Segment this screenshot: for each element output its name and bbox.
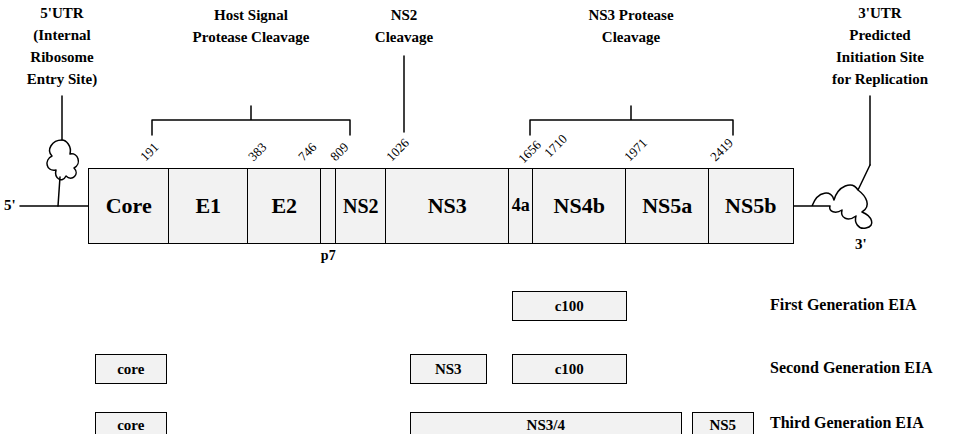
utr3-leader-line xyxy=(869,96,871,165)
position-number: 809 xyxy=(328,140,352,164)
ns3-cleavage-bracket xyxy=(530,106,733,135)
segment-name: core xyxy=(117,417,144,434)
strand-end-label: 3' xyxy=(855,236,867,253)
segment-name: NS5b xyxy=(725,194,776,218)
segment-name: E1 xyxy=(195,194,221,218)
genome-segment: 4a xyxy=(508,168,534,244)
position-number: 2419 xyxy=(708,136,736,164)
position-number: 383 xyxy=(246,140,270,164)
position-number: 191 xyxy=(138,140,162,164)
strand-end-label: 5' xyxy=(4,197,16,214)
antigen-box: c100 xyxy=(512,354,627,384)
segment-name: c100 xyxy=(555,298,584,315)
segment-name: NS3 xyxy=(435,361,462,378)
cleavage-annotation: NS2 Cleavage xyxy=(369,4,439,48)
segment-name: 4a xyxy=(512,196,530,216)
segment-name: c100 xyxy=(555,361,584,378)
segment-name: NS4b xyxy=(554,194,605,218)
three-prime-structure xyxy=(792,165,872,228)
antigen-box: core xyxy=(95,354,167,384)
assay-row-label: First Generation EIA xyxy=(770,296,917,314)
genome-segment: E2 xyxy=(247,168,322,244)
segment-name: Core xyxy=(106,194,152,218)
segment-name: NS5a xyxy=(642,194,692,218)
cleavage-annotation: NS3 Protease Cleavage xyxy=(581,4,681,48)
genome-segment: NS4b xyxy=(532,168,627,244)
segment-name: NS3 xyxy=(428,194,467,218)
five-prime-strand xyxy=(20,205,88,207)
segment-label: p7 xyxy=(321,248,336,263)
segment-name: E2 xyxy=(271,194,297,218)
ns2-cleavage-line xyxy=(403,56,405,132)
genome-segment: NS5a xyxy=(625,168,710,244)
ires-structure xyxy=(47,140,78,206)
cleavage-annotation: Host Signal Protease Cleavage xyxy=(189,4,314,48)
region-annotation: 5'UTR (Internal Ribosome Entry Site) xyxy=(22,2,102,90)
host-cleavage-bracket xyxy=(152,106,350,135)
antigen-box: core xyxy=(95,412,167,434)
position-number: 1971 xyxy=(622,136,650,164)
genome-segment: NS2 xyxy=(335,168,387,244)
genome-segment: NS5b xyxy=(708,168,794,244)
segment-name: NS5 xyxy=(709,417,736,434)
genome-segment: Core xyxy=(88,168,170,244)
antigen-box: NS3 xyxy=(410,354,487,384)
position-number: 746 xyxy=(296,140,320,164)
antigen-box: c100 xyxy=(512,291,627,321)
segment-name: core xyxy=(117,361,144,378)
genome-segment: NS3 xyxy=(385,168,510,244)
antigen-box: NS5 xyxy=(692,412,754,434)
assay-row-label: Second Generation EIA xyxy=(770,359,933,377)
segment-name: NS3/4 xyxy=(527,417,565,434)
region-annotation: 3'UTR Predicted Initiation Site for Repl… xyxy=(829,2,931,90)
position-number: 1656 xyxy=(516,138,544,166)
position-number: 1026 xyxy=(384,136,412,164)
utr5-leader-line xyxy=(61,96,63,140)
genome-segment: E1 xyxy=(168,168,249,244)
assay-row-label: Third Generation EIA xyxy=(770,414,924,432)
segment-name: NS2 xyxy=(343,195,379,217)
position-number: 1710 xyxy=(542,132,570,160)
antigen-box: NS3/4 xyxy=(410,412,682,434)
